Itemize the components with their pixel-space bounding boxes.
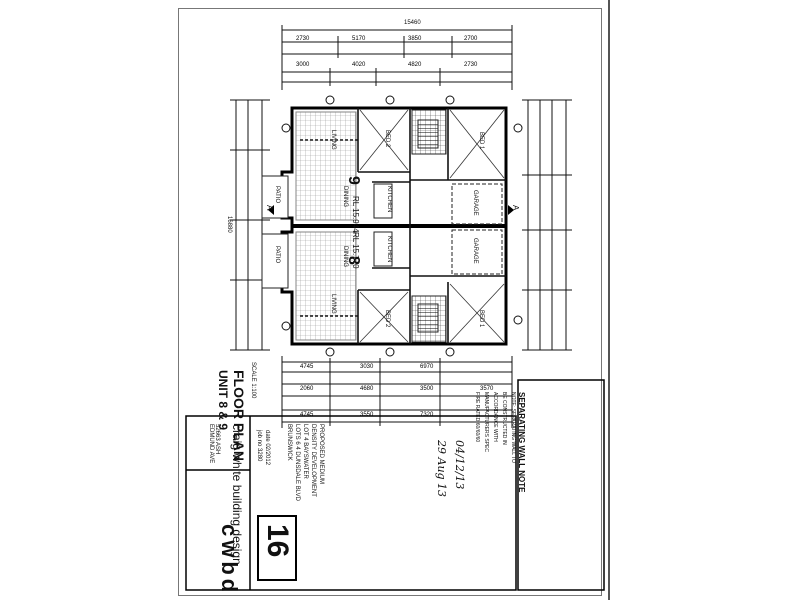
dimension-value: 3550: [360, 412, 374, 418]
bed2-label-unit9: BED 2: [384, 130, 390, 148]
drawing-date: date 02/2012: [264, 430, 270, 466]
scan-edge-right: [608, 0, 610, 600]
garage-unit8: [451, 229, 503, 275]
garage-label-unit8: GARAGE: [472, 238, 478, 264]
dining-label-unit8: DINING: [342, 246, 348, 267]
title-block-frame: [185, 415, 517, 591]
sheet-number: 16: [261, 524, 294, 558]
drawing-subtitle: UNIT 8 & 9: [216, 370, 230, 431]
handwritten-line: 29 Aug 13: [435, 440, 448, 498]
dimension-value: 7320: [420, 412, 434, 418]
kitchen-bench-unit9: [373, 183, 393, 219]
company-logo: cwbd: [217, 524, 242, 597]
garage-unit9: [451, 183, 503, 225]
living-tiles-unit9: [295, 111, 357, 221]
patio-unit8: [261, 233, 289, 289]
separating-wall-line: ACCORDANCE WITH: [492, 392, 498, 442]
patio-label-unit8: PATIO: [274, 246, 280, 264]
sheet-number-box: [257, 515, 297, 581]
section-arrow-right: [508, 205, 514, 215]
living-label-unit8: LIVING: [330, 294, 336, 314]
dimension-value: 2700: [464, 36, 478, 42]
living-label-unit9: LIVING: [330, 130, 336, 150]
living-tiles-unit8: [295, 231, 357, 341]
separating-wall-heading: SEPARATING WALL NOTE: [517, 392, 526, 493]
grid-bubble-right-2: [513, 315, 523, 325]
project-line: DENSITY DEVELOPMENT: [310, 424, 316, 497]
separating-wall-line: MANUFACTURERS SPEC: [483, 392, 489, 453]
grid-bubble-top-1: [325, 95, 335, 105]
project-line: BRUNSWICK: [286, 424, 292, 461]
garage-label-unit9: GARAGE: [472, 190, 478, 216]
separating-wall-line: NOTE: SEPARATING WALL TO: [510, 392, 516, 463]
unit9-label: 9: [345, 176, 362, 185]
project-line: LOTS 6 4 DUNSDALE BLVD: [294, 424, 300, 501]
dimension-value: 3570: [480, 386, 494, 392]
handwritten-line: 04/12/13: [453, 440, 466, 490]
separating-wall-line: FIRE RATED 60/60/60: [474, 392, 480, 443]
kitchen-bench-unit8: [373, 231, 393, 267]
dimension-value: 3030: [360, 364, 374, 370]
stair-unit8: [417, 303, 439, 333]
dimension-value: 4745: [300, 412, 314, 418]
section-mark-right: A: [511, 205, 520, 211]
kitchen-label-unit9: KITCHEN: [386, 186, 392, 213]
separating-wall-line: BE CONSTRUCTED IN: [501, 392, 507, 445]
kitchen-label-unit8: KITCHEN: [386, 236, 392, 263]
patio-unit9: [261, 175, 289, 219]
building-outline: [280, 106, 508, 346]
dimension-value: 2730: [296, 36, 310, 42]
project-line: PROPOSED MEDIUM: [318, 424, 324, 485]
grid-bubble-right-1: [513, 123, 523, 133]
unit8-rl: RL 15.770: [351, 232, 360, 269]
dimension-value: 4745: [300, 364, 314, 370]
page-border: [178, 8, 602, 596]
patio-label-unit9: PATIO: [274, 186, 280, 204]
grid-bubble-bottom-3: [445, 347, 455, 357]
dimension-value: 6970: [420, 364, 434, 370]
dimension-value: 2060: [300, 386, 314, 392]
dimension-value: 4020: [352, 62, 366, 68]
grid-bubble-top-3: [445, 95, 455, 105]
grid-bubble-left-2: [281, 321, 291, 331]
grid-bubble-top-2: [385, 95, 395, 105]
notes-box: [517, 379, 605, 591]
dining-label-unit9: DINING: [342, 186, 348, 207]
project-line: LOT 4 BAYSWATER: [302, 424, 308, 479]
dimension-value: 4680: [360, 386, 374, 392]
bed2-label-unit8: BED 2: [384, 310, 390, 328]
section-mark-left: A: [265, 205, 274, 211]
grid-bubble-left-1: [281, 123, 291, 133]
company-contact: 52663 ASH EDMUND AVE: [208, 424, 220, 464]
grid-bubble-bottom-1: [325, 347, 335, 357]
overall-width-dim: 15460: [404, 20, 421, 26]
dimension-value: 3500: [420, 386, 434, 392]
dimension-value: 3000: [296, 62, 310, 68]
dimension-value: 5170: [352, 36, 366, 42]
stair-unit9: [417, 119, 439, 149]
overall-height-dim: 16880: [226, 216, 232, 233]
drawing-scale: SCALE 1:100: [250, 362, 256, 399]
bed1-label-unit9: BED 1: [478, 132, 484, 150]
grid-bubble-bottom-2: [385, 347, 395, 357]
section-arrow-left: [268, 205, 274, 215]
bed1-label-unit8: BED 1: [478, 310, 484, 328]
dimension-value: 4820: [408, 62, 422, 68]
job-number: job no 3280: [256, 430, 262, 462]
dimension-value: 3850: [408, 36, 422, 42]
unit9-rl: RL 15.944: [351, 196, 360, 233]
dimension-value: 2730: [464, 62, 478, 68]
